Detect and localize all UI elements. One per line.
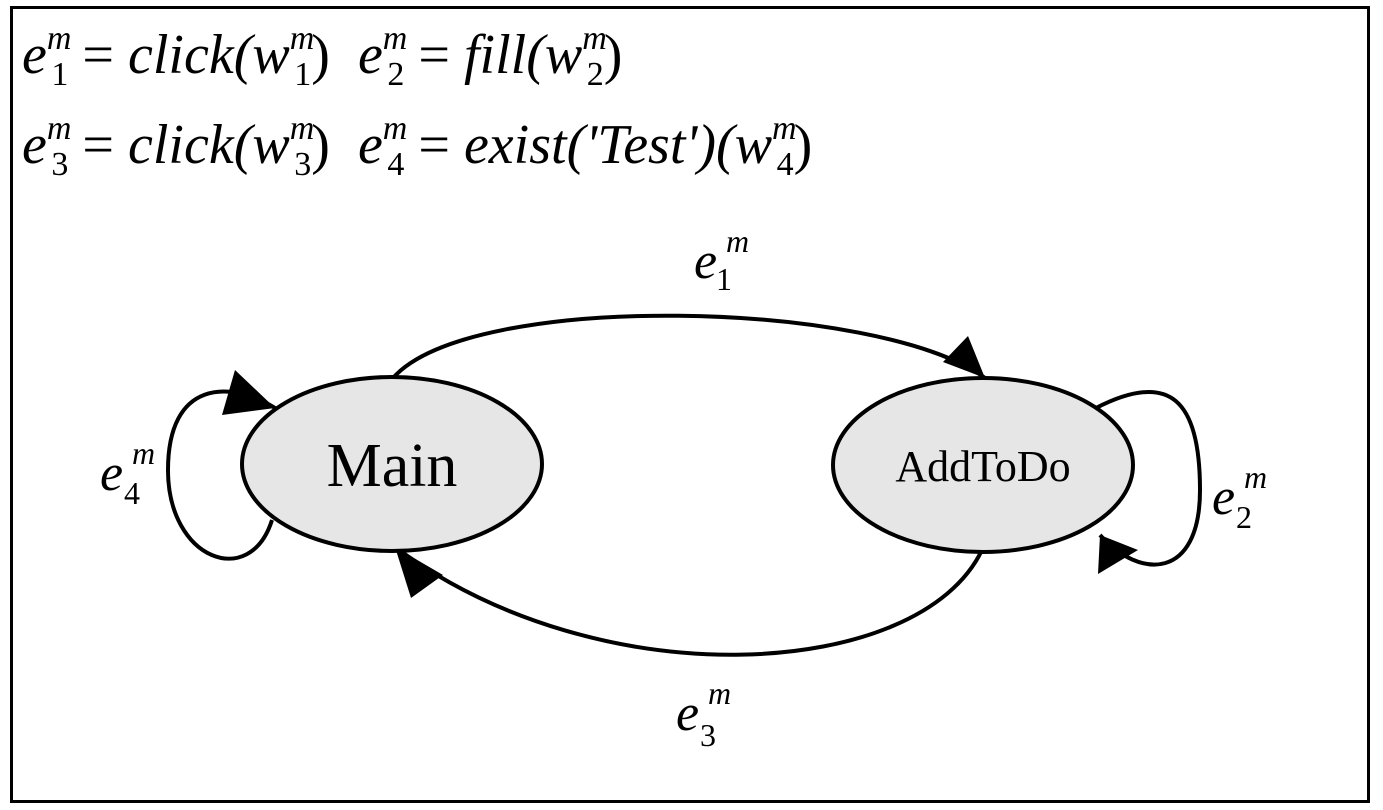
eq2-w4-sub: 4	[776, 146, 794, 183]
edge-e3-arrowhead	[395, 547, 443, 598]
node-main	[240, 375, 544, 553]
eq1-close-1: )	[311, 24, 330, 86]
eq2-w3-sub: 3	[294, 146, 312, 183]
equation-line-2: em3=click(wm3) em4=exist('Test')(wm4)	[22, 112, 812, 182]
edge-e4-var: e	[100, 445, 123, 502]
edge-e2-label: e m 2	[1212, 459, 1267, 535]
eq1-e2-var: e	[357, 24, 383, 86]
edge-e1-sup: m	[726, 223, 749, 259]
eq1-e1-sup: m	[46, 20, 72, 57]
eq2-e4-sub: 4	[387, 146, 405, 183]
edge-e1-var: e	[694, 233, 717, 290]
diagram-frame	[10, 6, 1370, 803]
edge-e1-path	[391, 313, 987, 380]
eq2-e3-var: e	[22, 114, 47, 176]
eq2-w3-var: w	[252, 114, 290, 176]
eq2-equals-1: =	[82, 114, 115, 176]
edge-e3-var: e	[676, 685, 699, 742]
eq2-w4-var: w	[734, 114, 773, 176]
node-addtodo	[831, 376, 1135, 554]
eq2-e4-sup: m	[382, 110, 408, 147]
eq2-click-func: click(	[128, 114, 253, 176]
eq2-e4-var: e	[357, 114, 383, 176]
edge-e1-label: e m 1	[694, 223, 749, 297]
eq1-e1-var: e	[22, 24, 47, 86]
edge-e4-arrowhead	[222, 370, 275, 415]
eq2-equals-2: =	[418, 114, 450, 176]
edge-e3-sub: 3	[700, 717, 716, 753]
edge-e2-arrowhead	[1098, 535, 1138, 574]
edge-e3-label: e m 3	[676, 675, 731, 753]
eq2-exist-func: exist('Test')(	[463, 114, 735, 176]
eq1-close-2: )	[603, 24, 623, 86]
eq1-w2-var: w	[544, 24, 583, 86]
edge-e3-path	[393, 545, 984, 657]
eq1-equals-2: =	[418, 24, 450, 86]
node-main-label: Main	[327, 432, 458, 500]
eq1-w2-sub: 2	[586, 56, 604, 93]
edge-e2-var: e	[1212, 469, 1235, 526]
edge-e1-sub: 1	[716, 261, 732, 297]
edge-e3-sup: m	[708, 675, 731, 711]
eq1-click-func: click(	[128, 24, 253, 86]
node-addtodo-label: AddToDo	[895, 442, 1070, 491]
edge-e4-label: e m 4	[100, 435, 155, 511]
eq1-fill-func: fill(	[463, 24, 545, 86]
eq2-e3-sub: 3	[51, 146, 69, 183]
eq2-w4-sup: m	[772, 110, 797, 147]
eq1-w1-sup: m	[289, 20, 315, 57]
edge-e2-path	[1095, 389, 1203, 567]
eq2-e3-sup: m	[46, 110, 72, 147]
edge-e4-sup: m	[132, 435, 155, 471]
eq1-w2-sup: m	[582, 20, 607, 57]
equation-line-1: em1=click(wm1) em2=fill(wm2)	[22, 22, 622, 92]
eq1-e2-sub: 2	[387, 56, 405, 93]
eq1-w1-sub: 1	[294, 56, 312, 93]
eq2-close-1: )	[311, 114, 330, 176]
eq2-w3-sup: m	[289, 110, 315, 147]
edge-e1-arrowhead	[943, 336, 985, 378]
eq1-w1-var: w	[252, 24, 290, 86]
eq2-close-2: )	[793, 114, 813, 176]
edge-e4-sub: 4	[124, 475, 140, 511]
eq1-e1-sub: 1	[51, 56, 69, 93]
eq1-e2-sup: m	[382, 20, 408, 57]
eq1-equals-1: =	[82, 24, 115, 86]
edge-e2-sup: m	[1244, 459, 1267, 495]
edge-e2-sub: 2	[1236, 499, 1252, 535]
